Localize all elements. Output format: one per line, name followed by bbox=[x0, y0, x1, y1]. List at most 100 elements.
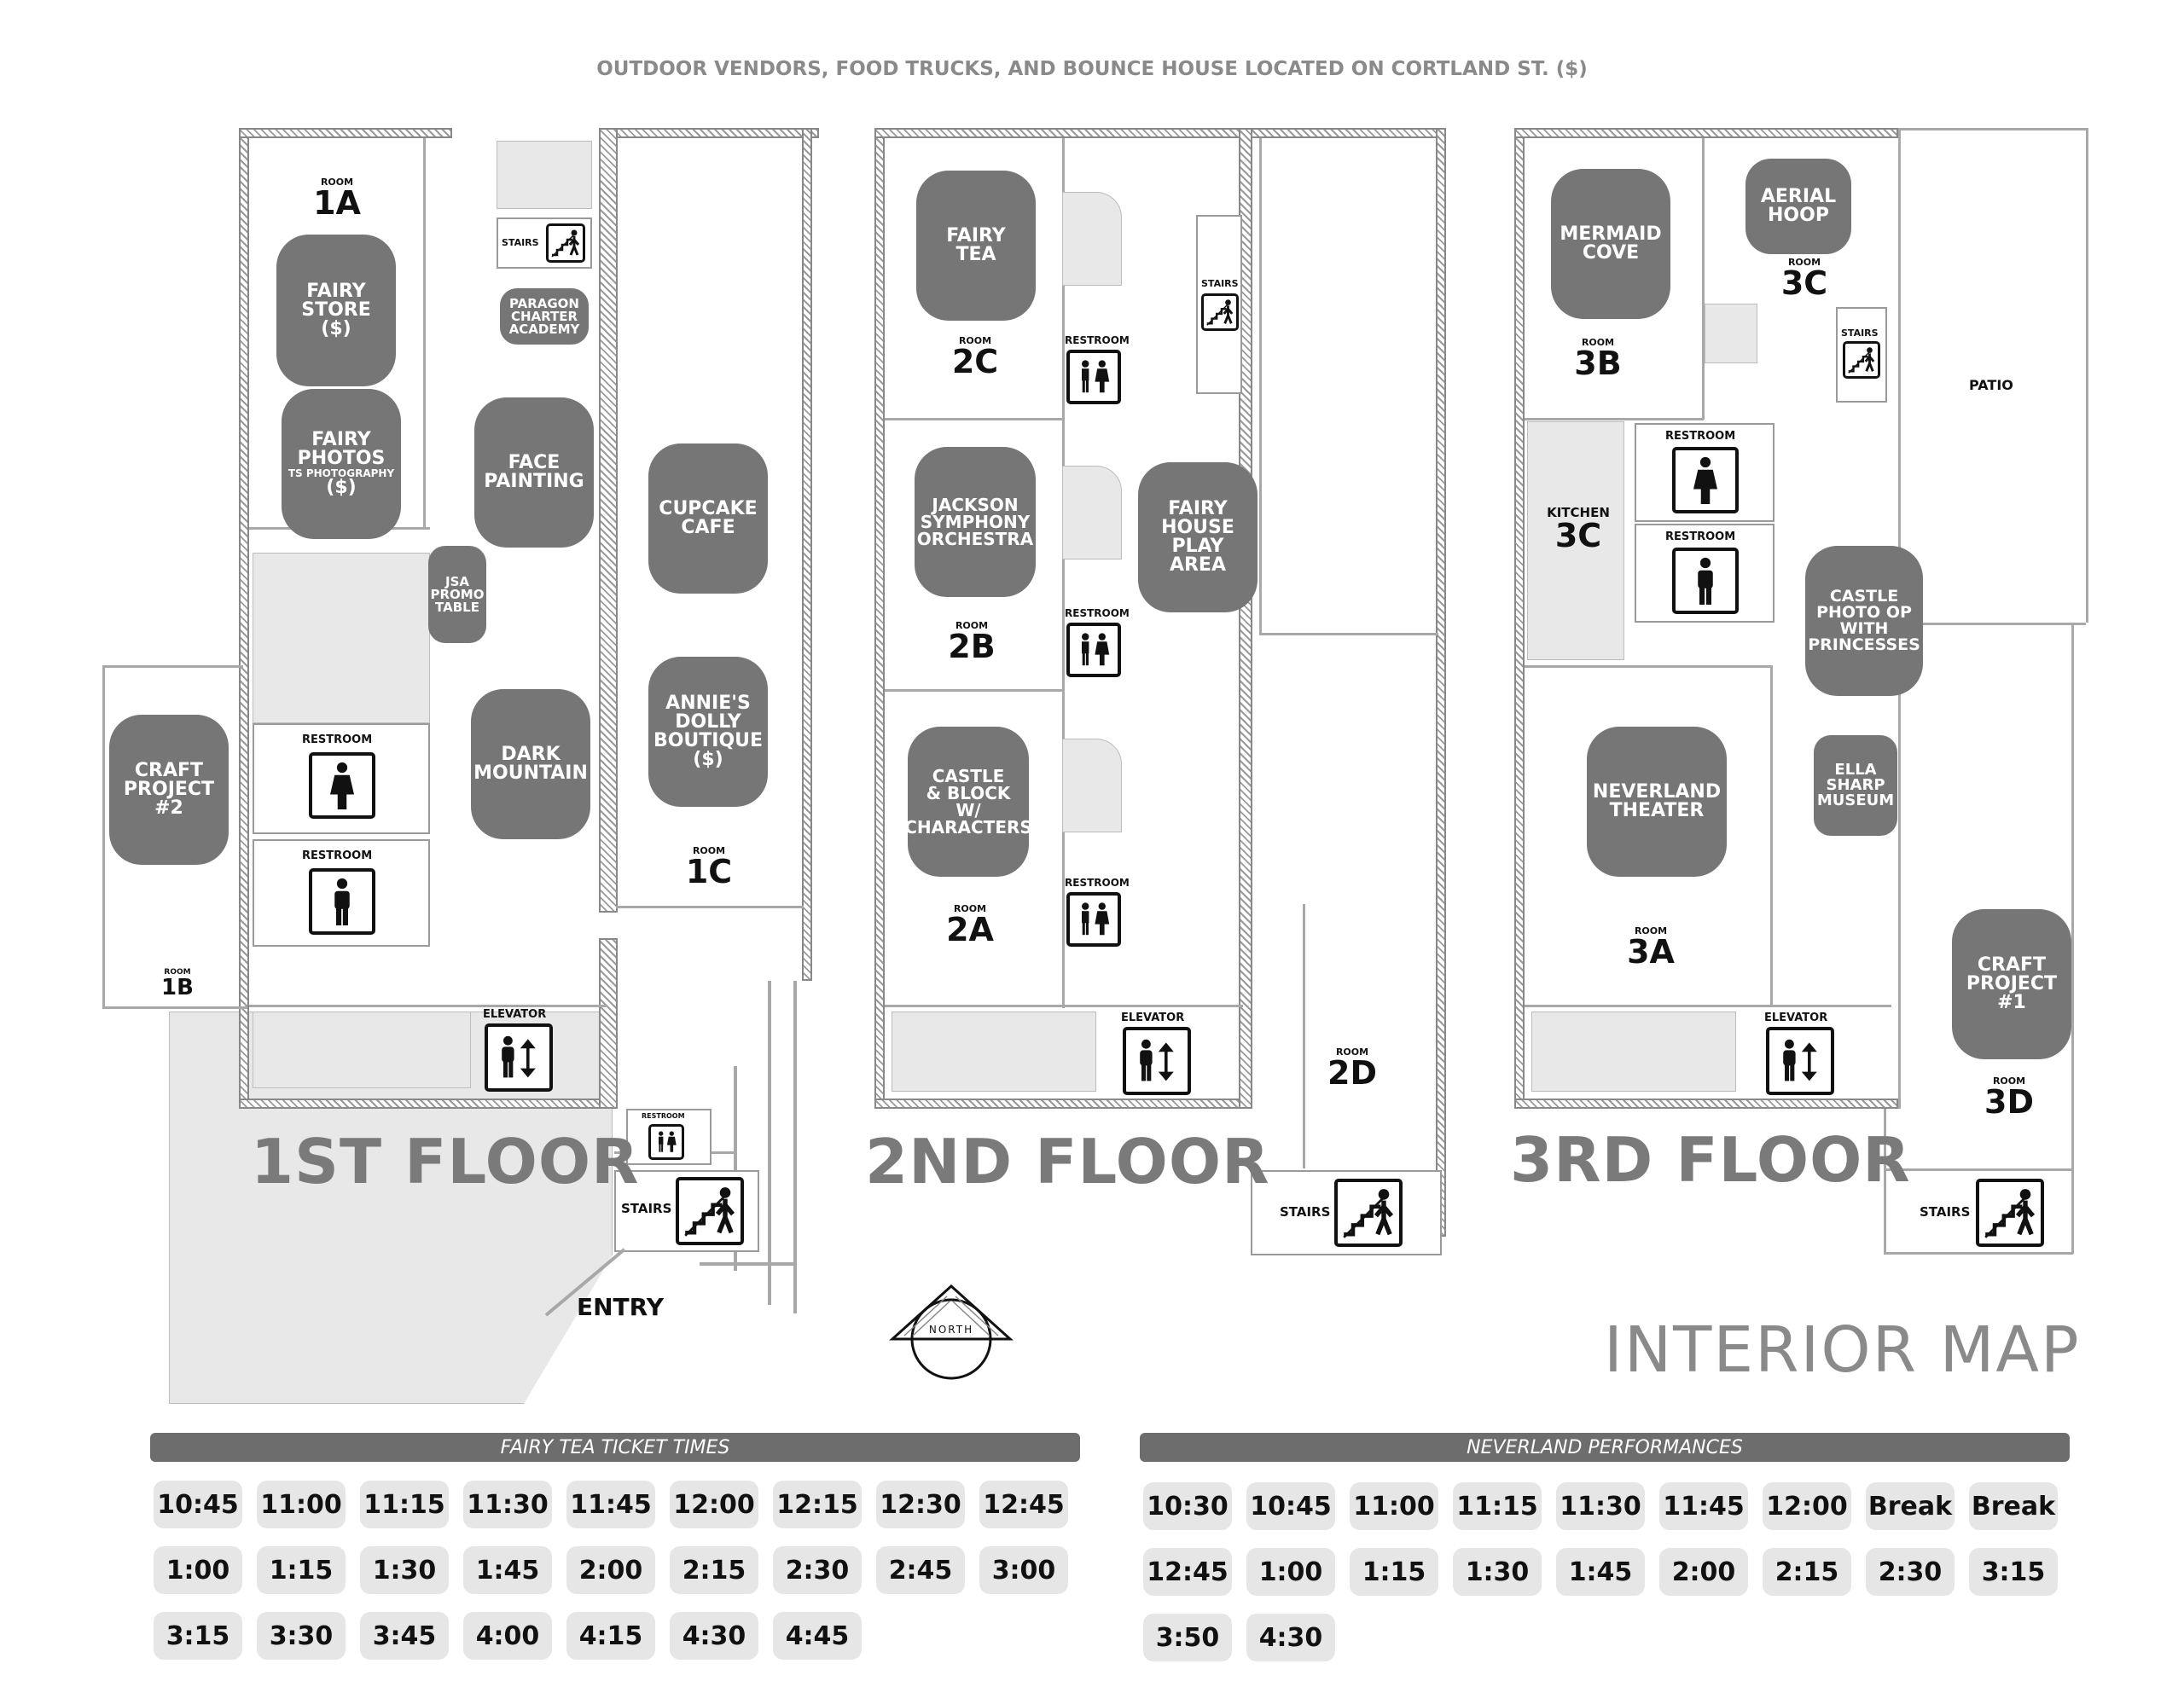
men-restroom-icon bbox=[1672, 548, 1739, 614]
entry-label: ENTRY bbox=[577, 1293, 664, 1321]
time-slot: 2:30 bbox=[773, 1546, 862, 1594]
cupcake-cafe[interactable]: CUPCAKE CAFE bbox=[648, 443, 768, 594]
kitchen-area bbox=[1527, 421, 1624, 660]
time-slot: 11:15 bbox=[360, 1481, 449, 1528]
fairy-tea[interactable]: FAIRY TEA bbox=[916, 171, 1036, 321]
castle-photo-op-with-princesses[interactable]: CASTLE PHOTO OP WITH PRINCESSES bbox=[1805, 546, 1923, 696]
storage-area bbox=[253, 553, 430, 723]
partition bbox=[1525, 418, 1704, 420]
time-slot: 1:45 bbox=[1556, 1548, 1645, 1596]
fairy-photos-price: ($) bbox=[326, 477, 357, 498]
partition bbox=[1770, 665, 1773, 1006]
map-title: INTERIOR MAP bbox=[1604, 1313, 2081, 1387]
wall bbox=[239, 128, 452, 138]
craft-project-1[interactable]: CRAFT PROJECT #1 bbox=[1952, 909, 2071, 1059]
partition bbox=[1702, 138, 1705, 420]
fairy-store[interactable]: FAIRY STORE ($) bbox=[276, 235, 396, 386]
dark-mountain[interactable]: DARK MOUNTAIN bbox=[471, 689, 590, 839]
alcove bbox=[1062, 739, 1122, 832]
fairy-photos[interactable]: FAIRY PHOTOS TS PHOTOGRAPHY ($) bbox=[282, 389, 401, 539]
alcove bbox=[1062, 466, 1122, 559]
time-slot: 1:45 bbox=[463, 1546, 552, 1594]
unisex-restroom-icon bbox=[648, 1124, 684, 1160]
time-slot: 4:30 bbox=[1246, 1614, 1335, 1661]
restroom-men-label: RESTROOM bbox=[302, 849, 373, 862]
floor-title-2: 2ND FLOOR bbox=[865, 1126, 1270, 1197]
stairs-top-label: STAIRS bbox=[1841, 328, 1879, 339]
partition bbox=[1525, 1005, 1891, 1007]
time-slot: 11:30 bbox=[1556, 1482, 1645, 1530]
stairs-icon bbox=[1843, 341, 1880, 379]
partition bbox=[616, 906, 804, 908]
elevator-label: ELEVATOR bbox=[1121, 1012, 1185, 1024]
north-label: NORTH bbox=[929, 1324, 973, 1336]
restroom-3-label: RESTROOM bbox=[1065, 877, 1130, 889]
aerial-hoop[interactable]: AERIAL HOOP bbox=[1745, 159, 1851, 254]
elevator-icon bbox=[485, 1023, 553, 1092]
wall bbox=[1514, 1099, 1898, 1109]
elevator-lobby bbox=[1531, 1012, 1736, 1092]
stairs-icon bbox=[1976, 1179, 2044, 1247]
time-slot: 10:45 bbox=[1246, 1482, 1335, 1530]
time-slot: 12:45 bbox=[979, 1481, 1068, 1528]
fairy-house-play-area[interactable]: FAIRY HOUSE PLAY AREA bbox=[1138, 462, 1258, 612]
time-slot: 11:00 bbox=[1350, 1482, 1438, 1530]
time-slot: 1:15 bbox=[1350, 1548, 1438, 1596]
elevator-lobby bbox=[892, 1012, 1096, 1092]
restroom-small-area bbox=[626, 1109, 712, 1165]
restroom-women-label: RESTROOM bbox=[1665, 430, 1736, 443]
ella-sharp-museum[interactable]: ELLA SHARP MUSEUM bbox=[1814, 735, 1897, 836]
jsa-promo-table[interactable]: JSA PROMO TABLE bbox=[428, 546, 486, 643]
jackson-symphony-orchestra[interactable]: JACKSON SYMPHONY ORCHESTRA bbox=[915, 447, 1036, 597]
wall bbox=[239, 1099, 614, 1109]
neverland-header: NEVERLAND PERFORMANCES bbox=[1140, 1433, 2070, 1462]
mermaid-cove[interactable]: MERMAID COVE bbox=[1551, 169, 1670, 319]
unisex-restroom-icon bbox=[1066, 892, 1121, 947]
stairs-icon bbox=[676, 1177, 744, 1245]
paragon-charter-academy[interactable]: PARAGON CHARTER ACADEMY bbox=[500, 288, 589, 345]
wall bbox=[700, 1262, 797, 1266]
partition bbox=[1525, 665, 1772, 668]
fairy-photos-title: FAIRY PHOTOS bbox=[297, 429, 386, 469]
partition bbox=[1259, 138, 1262, 633]
wall bbox=[1898, 623, 2086, 625]
wall bbox=[874, 128, 885, 1109]
stair-landing bbox=[497, 141, 592, 209]
annies-dolly-boutique[interactable]: ANNIE'S DOLLY BOUTIQUE ($) bbox=[648, 657, 768, 807]
wall bbox=[606, 128, 819, 138]
wall bbox=[239, 128, 249, 1109]
unisex-restroom-icon bbox=[1066, 350, 1121, 404]
restroom-2-label: RESTROOM bbox=[1065, 607, 1130, 619]
time-slot: 1:30 bbox=[360, 1546, 449, 1594]
time-slot: 3:45 bbox=[360, 1612, 449, 1660]
time-slot: 4:00 bbox=[463, 1612, 552, 1660]
restroom-small-label: RESTROOM bbox=[642, 1112, 685, 1120]
wall bbox=[1436, 128, 1446, 1237]
craft-project-2[interactable]: CRAFT PROJECT #2 bbox=[109, 715, 229, 865]
time-slot: 1:30 bbox=[1453, 1548, 1542, 1596]
castle-and-block-with-characters[interactable]: CASTLE & BLOCK W/ CHARACTERS bbox=[904, 727, 1032, 877]
floor-title-3: 3RD FLOOR bbox=[1510, 1124, 1911, 1196]
elevator-label: ELEVATOR bbox=[483, 1008, 547, 1021]
partition bbox=[885, 1005, 1243, 1007]
wall bbox=[2086, 128, 2088, 623]
restroom-1-label: RESTROOM bbox=[1065, 334, 1130, 346]
time-slot: 3:30 bbox=[257, 1612, 346, 1660]
wall bbox=[1884, 1168, 2073, 1171]
wall bbox=[874, 1099, 1250, 1109]
time-slot: 4:45 bbox=[773, 1612, 862, 1660]
fairy-tea-header: FAIRY TEA TICKET TIMES bbox=[150, 1433, 1080, 1462]
time-slot: 1:00 bbox=[154, 1546, 242, 1594]
neverland-theater[interactable]: NEVERLAND THEATER bbox=[1587, 727, 1727, 877]
wall bbox=[874, 128, 1446, 138]
face-painting[interactable]: FACE PAINTING bbox=[474, 397, 594, 548]
time-slot: 1:00 bbox=[1246, 1548, 1335, 1596]
time-slot: 2:30 bbox=[1866, 1548, 1955, 1596]
